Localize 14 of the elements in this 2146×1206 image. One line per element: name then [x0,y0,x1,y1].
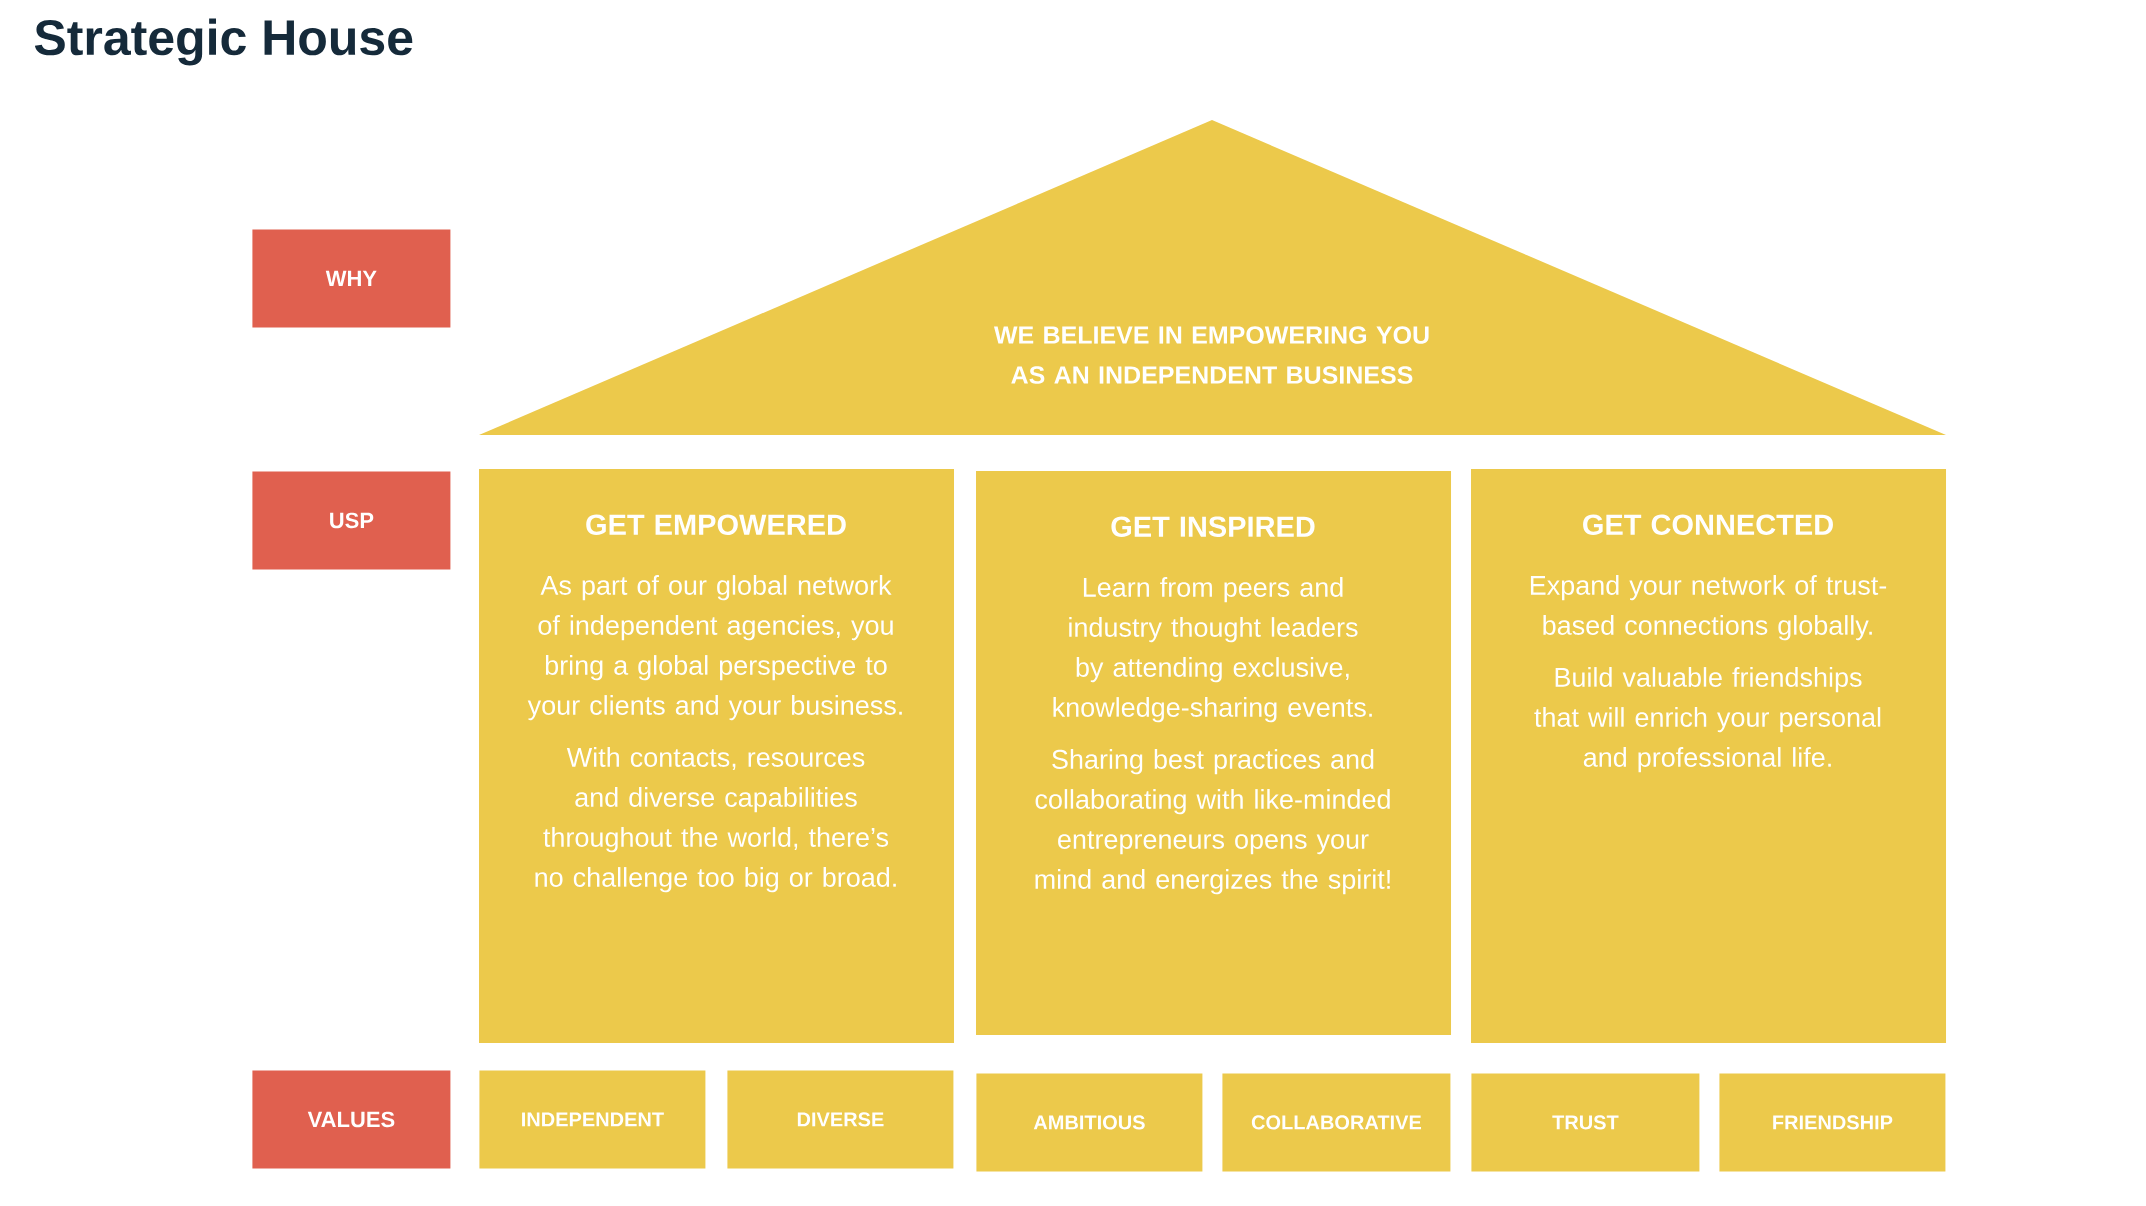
value-box: INDEPENDENT [479,1070,706,1169]
pillar-box: GET INSPIRED Learn from peers and industry thought leaders by attending exclusive, knowledge-sharing events. Sharing best practices and collaborating with like-minded entrepreneurs opens your mind and energizes the spirit! [976,471,1451,1035]
value-box: DIVERSE [727,1070,954,1169]
pillar-box: GET CONNECTED Expand your network of trust-based connections globally. Build valuable friendships that will enrich your personal and professional life. [1471,469,1947,1043]
roof-triangle: WE BELIEVE IN EMPOWERING YOU AS AN INDEPENDENT BUSINESS [479,120,1947,435]
value-box: COLLABORATIVE [1222,1073,1451,1172]
row-label: USP [252,471,451,570]
value-box: FRIENDSHIP [1719,1073,1946,1172]
title: Strategic House [34,18,413,66]
pillar-box: GET EMPOWERED As part of our global network of independent agencies, you bring a global perspective to your clients and your business. With contacts, resources and diverse capabilities throughout the world, there’s no challenge too big or broad. [479,469,954,1043]
value-box: AMBITIOUS [976,1073,1203,1172]
row-label: WHY [252,229,451,328]
value-box: TRUST [1471,1073,1700,1172]
row-label: VALUES [252,1070,451,1169]
